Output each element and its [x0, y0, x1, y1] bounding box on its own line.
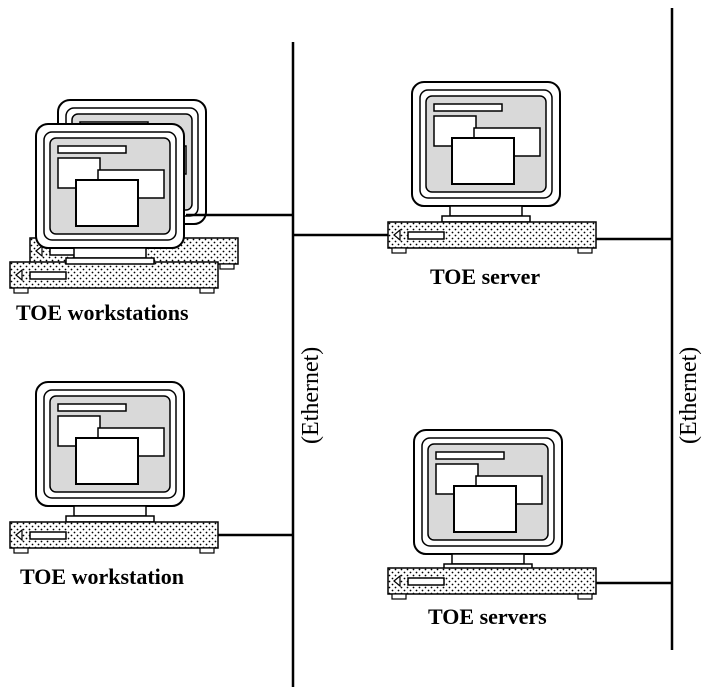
ethernet-right-label: (Ethernet): [676, 346, 702, 444]
ethernet-left-label: (Ethernet): [298, 346, 324, 444]
toe-servers-label: TOE servers: [428, 604, 547, 629]
toe-servers-computer-icon: [387, 429, 597, 600]
toe-workstation-computer-icon: [9, 381, 219, 554]
toe-workstations-label: TOE workstations: [16, 300, 189, 325]
toe-server-computer-icon: [387, 81, 597, 254]
toe-workstation-label: TOE workstation: [20, 564, 185, 589]
toe-workstations-computer-icon: [9, 99, 239, 294]
toe-server-label: TOE server: [430, 264, 541, 289]
